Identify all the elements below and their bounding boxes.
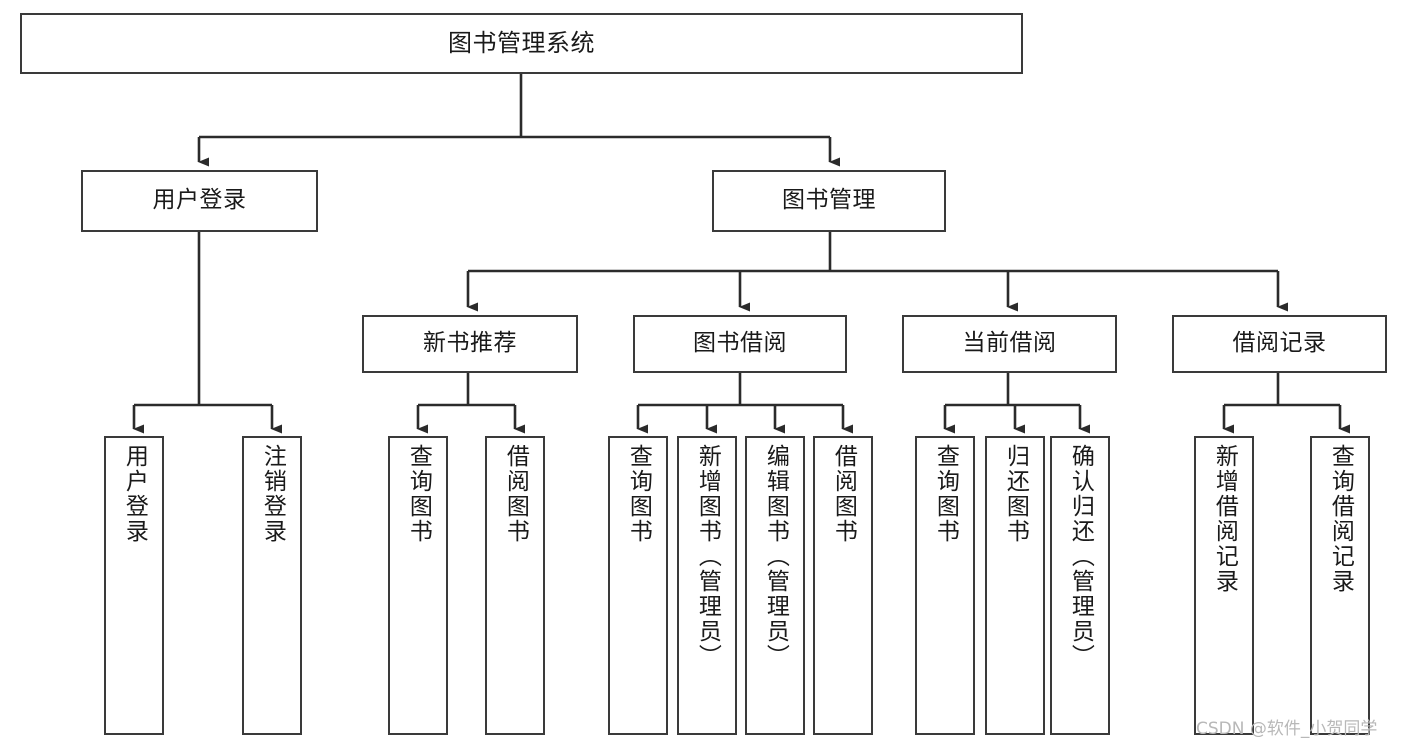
node-label: 新书推荐 [423, 330, 517, 357]
node-label: 图书管理 [782, 187, 876, 214]
node-label: 新增图书（管理员） [694, 444, 721, 669]
leaf-borrow-record-add[interactable]: 新增借阅记录 [1194, 436, 1254, 735]
node-label: 注销登录 [259, 444, 286, 544]
node-label: 用户登录 [152, 187, 247, 214]
node-label: 查询图书 [932, 444, 959, 544]
node-label: 查询图书 [625, 444, 652, 544]
leaf-book-borrow-query[interactable]: 查询图书 [608, 436, 668, 735]
node-label: 借阅图书 [502, 444, 529, 544]
node-label: 查询图书 [405, 444, 432, 544]
node-user-login[interactable]: 用户登录 [81, 170, 318, 232]
node-label: 当前借阅 [962, 330, 1057, 357]
leaf-current-borrow-confirm-return[interactable]: 确认归还（管理员） [1050, 436, 1110, 735]
leaf-book-borrow-borrow[interactable]: 借阅图书 [813, 436, 873, 735]
leaf-new-book-borrow[interactable]: 借阅图书 [485, 436, 545, 735]
node-label: 查询借阅记录 [1327, 444, 1354, 594]
node-label: 新增借阅记录 [1211, 444, 1238, 594]
leaf-book-borrow-edit[interactable]: 编辑图书（管理员） [745, 436, 805, 735]
leaf-book-borrow-add[interactable]: 新增图书（管理员） [677, 436, 737, 735]
node-book-borrow[interactable]: 图书借阅 [633, 315, 847, 373]
node-root-system[interactable]: 图书管理系统 [20, 13, 1023, 74]
leaf-user-login-login[interactable]: 用户登录 [104, 436, 164, 735]
node-label: 归还图书 [1002, 444, 1029, 544]
leaf-borrow-record-query[interactable]: 查询借阅记录 [1310, 436, 1370, 735]
node-label: 用户登录 [121, 444, 148, 544]
leaf-current-borrow-return[interactable]: 归还图书 [985, 436, 1045, 735]
node-label: 确认归还（管理员） [1067, 444, 1094, 669]
node-borrow-record[interactable]: 借阅记录 [1172, 315, 1387, 373]
node-label: 借阅记录 [1232, 330, 1327, 357]
leaf-user-login-logout[interactable]: 注销登录 [242, 436, 302, 735]
leaf-new-book-query[interactable]: 查询图书 [388, 436, 448, 735]
node-label: 图书借阅 [693, 330, 787, 357]
node-new-book-recommend[interactable]: 新书推荐 [362, 315, 578, 373]
node-label: 图书管理系统 [448, 29, 595, 58]
node-current-borrow[interactable]: 当前借阅 [902, 315, 1117, 373]
csdn-watermark: CSDN @软件_小贺同学 [1196, 719, 1378, 739]
node-label: 编辑图书（管理员） [762, 444, 789, 669]
node-book-management[interactable]: 图书管理 [712, 170, 946, 232]
node-label: 借阅图书 [830, 444, 857, 544]
leaf-current-borrow-query[interactable]: 查询图书 [915, 436, 975, 735]
